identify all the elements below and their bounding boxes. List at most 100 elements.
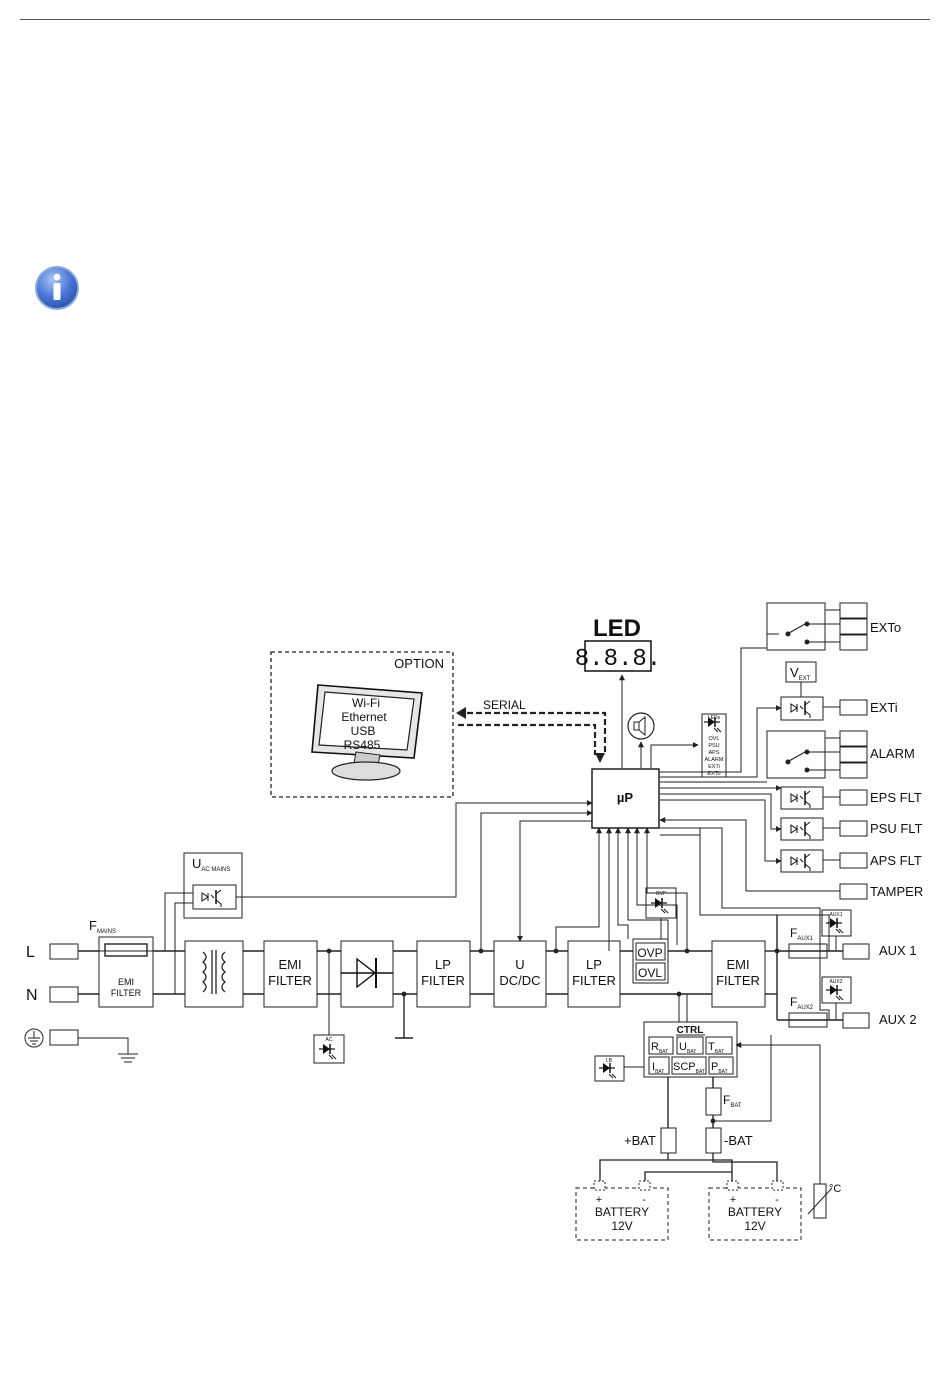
svg-text:FAUX2: FAUX2 [790, 995, 814, 1011]
aux2-terminal [842, 1012, 870, 1029]
ground-icon [24, 1028, 138, 1063]
svg-text:EMI: EMI [726, 957, 749, 972]
exto-relay [766, 602, 868, 651]
option-module: OPTION Wi-Fi Ethernet USB RS485 [270, 651, 454, 798]
fuse-mains [104, 943, 148, 957]
input-L: L [26, 944, 35, 961]
svg-text:FMAINS: FMAINS [89, 918, 116, 935]
temp-label: °C [829, 1183, 841, 1195]
fuse-bat [705, 1087, 722, 1116]
ctrl-cells: RBAT UBAT TBAT IBAT SCPBAT PBAT [648, 1036, 734, 1075]
leds-item-exto: EXTo [707, 771, 720, 777]
svg-text:SCPBAT: SCPBAT [673, 1061, 705, 1075]
minus-bat-label: -BAT [724, 1133, 753, 1148]
ovp-box [635, 942, 666, 961]
info-icon [35, 266, 79, 310]
svg-text:OVL: OVL [638, 966, 662, 980]
svg-text:VEXT: VEXT [790, 665, 811, 682]
microprocessor [591, 768, 660, 829]
led-title: LED [593, 615, 641, 642]
svg-text:OVP: OVP [637, 946, 662, 960]
speaker-icon [627, 712, 655, 740]
terminal-pe [49, 1029, 79, 1046]
serial-label: SERIAL [483, 698, 526, 712]
aux1-terminal [842, 943, 870, 960]
terminal-N [49, 986, 79, 1003]
exti-opto [780, 696, 868, 721]
lp-filter-2 [567, 940, 621, 1008]
output-aux1: AUX 1 [879, 943, 917, 958]
output-eps-flt: EPS FLT [870, 790, 922, 805]
battery-1: + - BATTERY 12V [575, 1180, 669, 1241]
terminal-L [49, 943, 79, 960]
transformer [184, 940, 244, 1008]
microprocessor-label: µP [617, 790, 633, 805]
monitor-line-4: RS485 [344, 738, 381, 752]
output-exto: EXTo [870, 620, 901, 635]
svg-text:LP: LP [586, 957, 602, 972]
svg-text:DC/DC: DC/DC [499, 973, 540, 988]
svg-text:OVP: OVP [656, 891, 667, 897]
svg-text:12V: 12V [744, 1219, 765, 1233]
svg-text:+: + [730, 1194, 736, 1206]
monitor-line-1: Wi-Fi [352, 696, 380, 710]
svg-text:AUX1: AUX1 [829, 912, 842, 918]
led-display [584, 640, 652, 672]
output-alarm: ALARM [870, 746, 915, 761]
svg-text:FILTER: FILTER [268, 973, 312, 988]
leds-title: LEDs [708, 715, 721, 721]
svg-text:TBAT: TBAT [708, 1041, 724, 1055]
svg-text:-: - [775, 1194, 779, 1206]
leds-item-psu: PSU [708, 743, 719, 749]
eps-opto [780, 786, 868, 810]
monitor-line-3: USB [351, 724, 376, 738]
svg-text:RBAT: RBAT [651, 1041, 668, 1055]
plus-bat-label: +BAT [624, 1133, 656, 1148]
svg-text:LP: LP [435, 957, 451, 972]
svg-text:FILTER: FILTER [421, 973, 465, 988]
aps-opto [780, 849, 868, 873]
emi-filter-1 [263, 940, 318, 1008]
ovl-box [635, 962, 666, 981]
svg-text:+: + [596, 1194, 602, 1206]
option-title: OPTION [394, 656, 444, 671]
monitor-icon [311, 684, 423, 781]
leds-item-ovl: OVL [708, 736, 719, 742]
psu-opto [780, 817, 868, 841]
monitor-line-2: Ethernet [341, 710, 387, 724]
emi-filter-2 [711, 940, 766, 1008]
output-psu-flt: PSU FLT [870, 821, 923, 836]
battery-2: + - BATTERY 12V [708, 1180, 802, 1241]
serial-link [458, 711, 607, 755]
svg-text:-: - [642, 1194, 646, 1206]
svg-text:LB: LB [606, 1058, 613, 1064]
ctrl-title: CTRL [677, 1025, 704, 1036]
plus-bat-terminal [660, 1127, 677, 1154]
tamper-terminal [839, 883, 868, 900]
leds-item-aps: APS [708, 750, 719, 756]
svg-text:FILTER: FILTER [111, 988, 142, 998]
output-tamper: TAMPER [870, 884, 923, 899]
header-rule [20, 19, 930, 20]
svg-text:U: U [515, 957, 524, 972]
svg-text:FBAT: FBAT [723, 1093, 742, 1109]
minus-bat-terminal [705, 1127, 722, 1154]
svg-text:UAC MAINS: UAC MAINS [192, 856, 230, 873]
output-exti: EXTi [870, 700, 898, 715]
led-digits: 8.8.8. [575, 646, 661, 673]
svg-text:AUX2: AUX2 [829, 979, 842, 985]
svg-text:FILTER: FILTER [716, 973, 760, 988]
rectifier [340, 940, 394, 1008]
alarm-relay [766, 730, 868, 779]
svg-text:EMI: EMI [278, 957, 301, 972]
input-N: N [26, 987, 38, 1004]
leds-item-alarm: ALARM [705, 757, 724, 763]
lp-filter-1 [416, 940, 471, 1008]
svg-text:UBAT: UBAT [679, 1041, 696, 1055]
svg-text:BATTERY: BATTERY [728, 1205, 782, 1219]
output-aps-flt: APS FLT [870, 853, 922, 868]
svg-text:FILTER: FILTER [572, 973, 616, 988]
svg-text:BATTERY: BATTERY [595, 1205, 649, 1219]
